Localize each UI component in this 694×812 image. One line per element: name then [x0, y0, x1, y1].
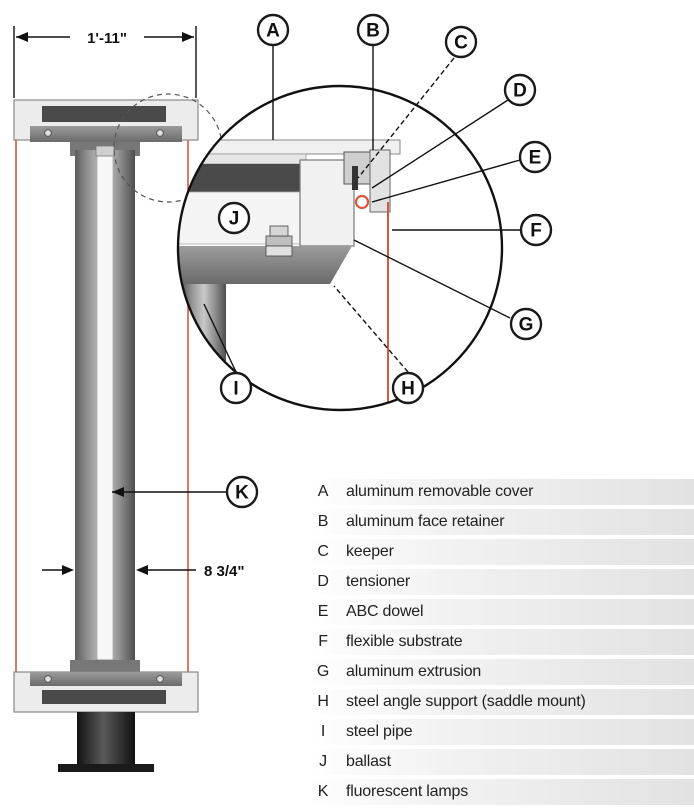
legend-letter: C: [317, 543, 329, 560]
svg-text:A: A: [266, 21, 280, 42]
legend-letter: A: [317, 483, 329, 500]
legend-letter: E: [317, 603, 329, 620]
legend-letter: D: [317, 573, 329, 590]
svg-text:B: B: [366, 21, 380, 42]
callout-g: G: [509, 307, 543, 341]
callout-a: A: [256, 13, 290, 47]
depth-dimension-label: 8 3/4": [204, 563, 244, 580]
callout-e: E: [518, 140, 552, 174]
legend-text: steel pipe: [346, 723, 413, 740]
fluorescent-lamp: [96, 145, 114, 675]
leader-d: [371, 99, 509, 189]
leader-k-arrow: [112, 487, 124, 497]
width-arrow-right: [182, 32, 194, 42]
legend-text: keeper: [346, 543, 394, 560]
legend-letter: F: [318, 633, 328, 650]
svg-text:E: E: [529, 148, 542, 169]
bottom-ballast: [42, 690, 166, 704]
base-plate: [58, 764, 154, 772]
legend-text: steel angle support (saddle mount): [346, 693, 586, 710]
svg-text:C: C: [454, 33, 468, 54]
top-saddle-plate: [30, 126, 182, 142]
callout-c: C: [444, 25, 478, 59]
bottom-bolt-right: [156, 675, 164, 683]
legend-letter: I: [320, 723, 326, 740]
legend-text: ballast: [346, 753, 391, 770]
depth-arrow-right: [136, 565, 148, 575]
detail-bolt-nut: [265, 235, 293, 247]
legend-text: aluminum extrusion: [346, 663, 482, 680]
svg-text:F: F: [530, 221, 542, 242]
legend-text: flexible substrate: [346, 633, 463, 650]
callout-d: D: [503, 73, 537, 107]
callout-b: B: [356, 13, 390, 47]
detail-tensioner: [369, 149, 391, 213]
svg-text:G: G: [519, 315, 534, 336]
callout-h: H: [391, 371, 425, 405]
detail-washer: [265, 245, 293, 257]
legend-text: ABC dowel: [346, 603, 424, 620]
callout-f: F: [519, 213, 553, 247]
svg-text:D: D: [513, 81, 527, 102]
svg-text:I: I: [233, 379, 238, 400]
top-bolt-left: [44, 129, 52, 137]
base-post: [77, 712, 135, 766]
depth-arrow-left: [62, 565, 74, 575]
bottom-saddle-plate: [30, 672, 182, 686]
svg-text:J: J: [229, 209, 240, 230]
bottom-bolt-left: [44, 675, 52, 683]
legend-letter: G: [316, 663, 330, 680]
svg-text:H: H: [401, 379, 415, 400]
detail-angle-support: [178, 246, 352, 284]
sign-elevation: 1'-11" 8 3/4": [13, 26, 244, 772]
callout-j: J: [217, 201, 251, 235]
top-ballast: [42, 106, 166, 122]
detail-cover-lip: [178, 153, 307, 165]
top-bolt-right: [156, 129, 164, 137]
legend-letter: K: [317, 783, 329, 800]
legend-letter: B: [317, 513, 329, 530]
legend-text: tensioner: [346, 573, 411, 590]
detail-view: [176, 84, 504, 412]
width-dimension-label: 1'-11": [87, 30, 127, 47]
legend-letter: H: [317, 693, 329, 710]
legend-letter: J: [319, 753, 327, 770]
leader-h: [333, 285, 409, 373]
legend-text: aluminum removable cover: [346, 483, 534, 500]
legend-text: aluminum face retainer: [346, 513, 505, 530]
bottom-angle-support: [70, 660, 140, 672]
leader-c: [357, 57, 455, 179]
lamp-socket-top: [95, 145, 115, 157]
callout-i: I: [219, 371, 253, 405]
leader-i: [203, 303, 237, 373]
detail-dowel: [354, 194, 370, 210]
detail-bolt-head: [269, 225, 289, 237]
legend-row-e: E ABC dowel: [308, 599, 694, 625]
svg-text:K: K: [235, 483, 249, 504]
leader-g: [353, 239, 511, 319]
legend-text: fluorescent lamps: [346, 783, 468, 800]
leader-lines: [112, 46, 521, 497]
detail-circle-border: [176, 84, 504, 412]
detail-keeper: [352, 166, 358, 190]
width-arrow-left: [16, 32, 28, 42]
callout-k: K: [225, 475, 259, 509]
leader-e: [371, 159, 521, 203]
